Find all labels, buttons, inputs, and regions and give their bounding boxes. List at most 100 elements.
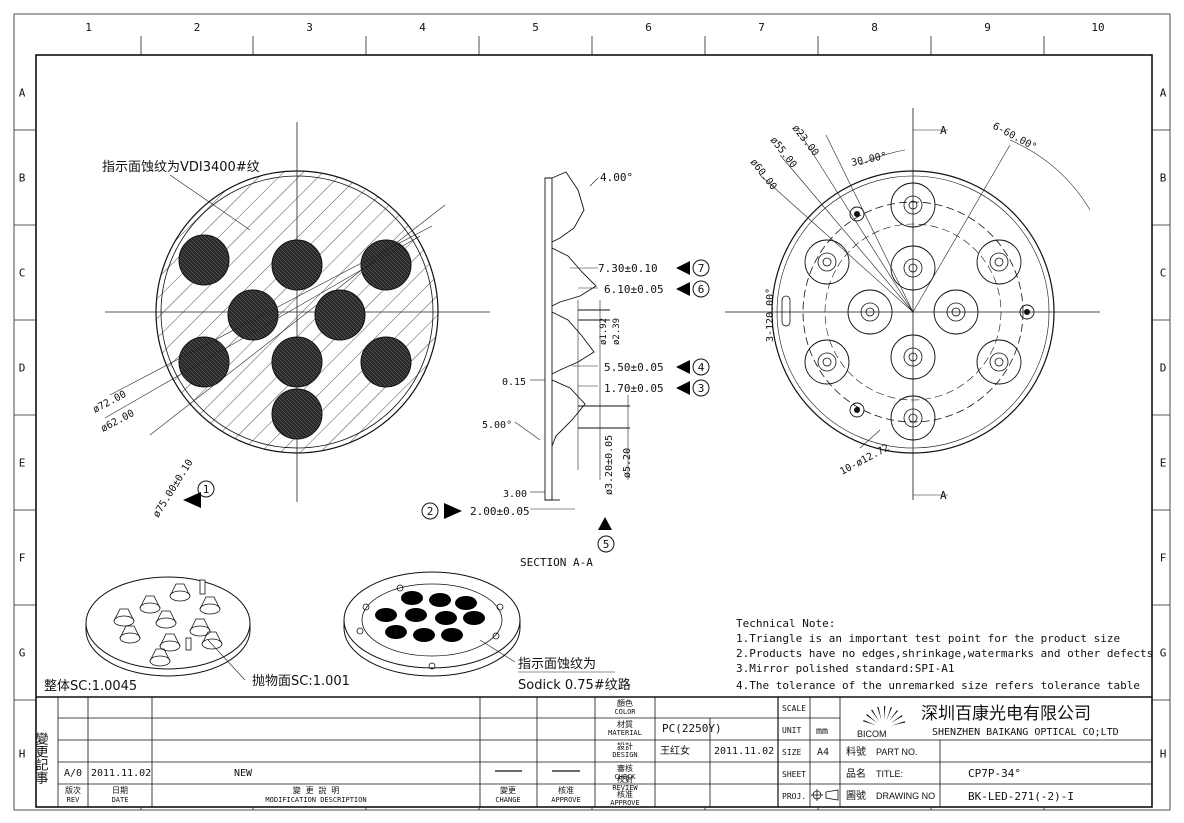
title-en: TITLE: [876,769,903,779]
zone-col-7: 7 [758,21,765,34]
back-lens-6 [976,239,1022,285]
hdr-color-en: COLOR [614,708,636,716]
section-dim-3: 1.70±0.05 [604,382,664,395]
test-point-marker-1 [183,492,201,508]
title-block-grid [36,696,1152,807]
marker-label-2: 2 [427,505,434,518]
cut-label-top: A [940,124,947,137]
tech-note-line-1: 1.Triangle is an important test point fo… [736,632,1120,645]
company-logo [863,706,906,726]
iso-right-spot-3 [455,596,477,610]
hdr-approve2-cn: 核准 [617,789,633,799]
iso-screw-hole-2 [496,603,504,611]
marker-circle-2 [421,502,439,520]
pin-hole-2 [849,402,865,418]
test-point-marker-7 [676,261,690,275]
back-lens-10 [890,395,936,441]
designer-value: 王红女 [660,744,690,757]
iso-screw-hole-1 [362,603,370,611]
hdr-date-cn: 日期 [112,786,128,795]
zone-row-A: A [19,87,26,100]
inner-frame [35,54,1153,808]
zone-col-4: 4 [419,21,426,34]
zone-row-H: H [19,748,26,761]
tech-note-line-4: 4.The tolerance of the unremarked size r… [736,679,1140,692]
marker-label-4: 4 [698,361,705,374]
back-view [725,108,1100,500]
iso-right-spot-7 [463,611,485,625]
dim-dia-23: ø23.00 [790,123,821,158]
marker-circle-4 [692,358,710,376]
zone-col-5: 5 [532,21,539,34]
dim-dia-55: ø55.00 [768,135,799,170]
iso-screw-hole-5 [428,662,436,670]
front-view [104,122,490,502]
iso-right-spot-8 [385,625,407,639]
iso-screw-hole-3 [356,627,364,635]
hdr-review-cn: 校對 [617,774,633,784]
zone-col-3: 3 [306,21,313,34]
zone-col-1: 1 [85,21,92,34]
dim-300: 3.00 [503,489,527,500]
test-point-marker-2 [444,503,462,519]
size-label: SIZE [782,748,801,757]
dim-dia-239: ø2.39 [612,318,622,345]
sheet-label: SHEET [782,770,806,779]
back-lens-4 [933,289,979,335]
hdr-check-cn: 審核 [617,763,633,773]
back-lens-5 [804,239,850,285]
title-value: CP7P-34° [968,767,1021,780]
dim-dia-62: ø62.00 [99,408,136,435]
title-block-headers: 版次 REV 日期 DATE 變 更 說 明 MODIFICATION DESC… [65,698,642,807]
holes-spec: 10-ø12.72 [838,442,891,477]
zone-row-E: E [19,457,26,470]
iso-left-note: 抛物面SC:1.001 [252,674,350,689]
iso-left-cone-10 [149,648,171,667]
title-cn: 品名 [846,767,866,780]
logo-text: BICOM [857,729,887,739]
hdr-design-en: DESIGN [612,751,637,759]
drawing-value: BK-LED-271(-2)-I [968,790,1074,803]
section-dim-2: 2.00±0.05 [470,505,530,518]
dim-dia-75: ø75.00±0.10 [151,458,195,520]
iso-left-cone-2 [139,595,161,614]
hdr-date-en: DATE [112,796,129,804]
design-date: 2011.11.02 [714,746,774,757]
hdr-color-cn: 顏色 [617,698,633,708]
section-title: SECTION A-A [520,556,593,569]
angle-6x60: 6-60.00° [991,121,1039,153]
marker-label-6: 6 [698,283,705,296]
unit-value: mm [816,726,828,737]
marker-circle-5 [597,535,615,553]
iso-right-spot-4 [375,608,397,622]
test-point-marker-6 [676,282,690,296]
iso-right-spot-10 [441,628,463,642]
iso-screw-hole-6 [396,584,404,592]
test-point-marker-5 [598,517,612,530]
zone-ticks [14,36,1170,810]
zone-col-6: 6 [645,21,652,34]
front-lens-3 [360,239,412,291]
cut-label-bottom: A [940,489,947,502]
iso-right-spot-2 [429,593,451,607]
iso-left-cone-6 [189,618,211,637]
tech-note-line-2: 2.Products have no edges,shrinkage,water… [736,647,1153,660]
zone-row-D: D [19,362,26,375]
iso-left-cone-1 [169,583,191,602]
back-lens-group [804,182,1035,441]
back-lens-1 [890,245,936,291]
overall-scale-note: 整体SC:1.0045 [44,679,137,694]
change-record-label: 變更記事 [33,731,49,784]
iso-right-spot-1 [401,591,423,605]
section-profile [544,171,630,501]
zone-col-2: 2 [194,21,201,34]
back-lens-9 [890,182,936,228]
angle-3x120: 3-120.00° [765,288,776,342]
technical-note: Technical Note: 1.Triangle is an importa… [736,617,1153,692]
hdr-review-en: REVIEW [612,784,638,792]
front-lens-9 [271,388,323,440]
projection-symbol [811,789,839,801]
pin-hole-1 [849,206,865,222]
